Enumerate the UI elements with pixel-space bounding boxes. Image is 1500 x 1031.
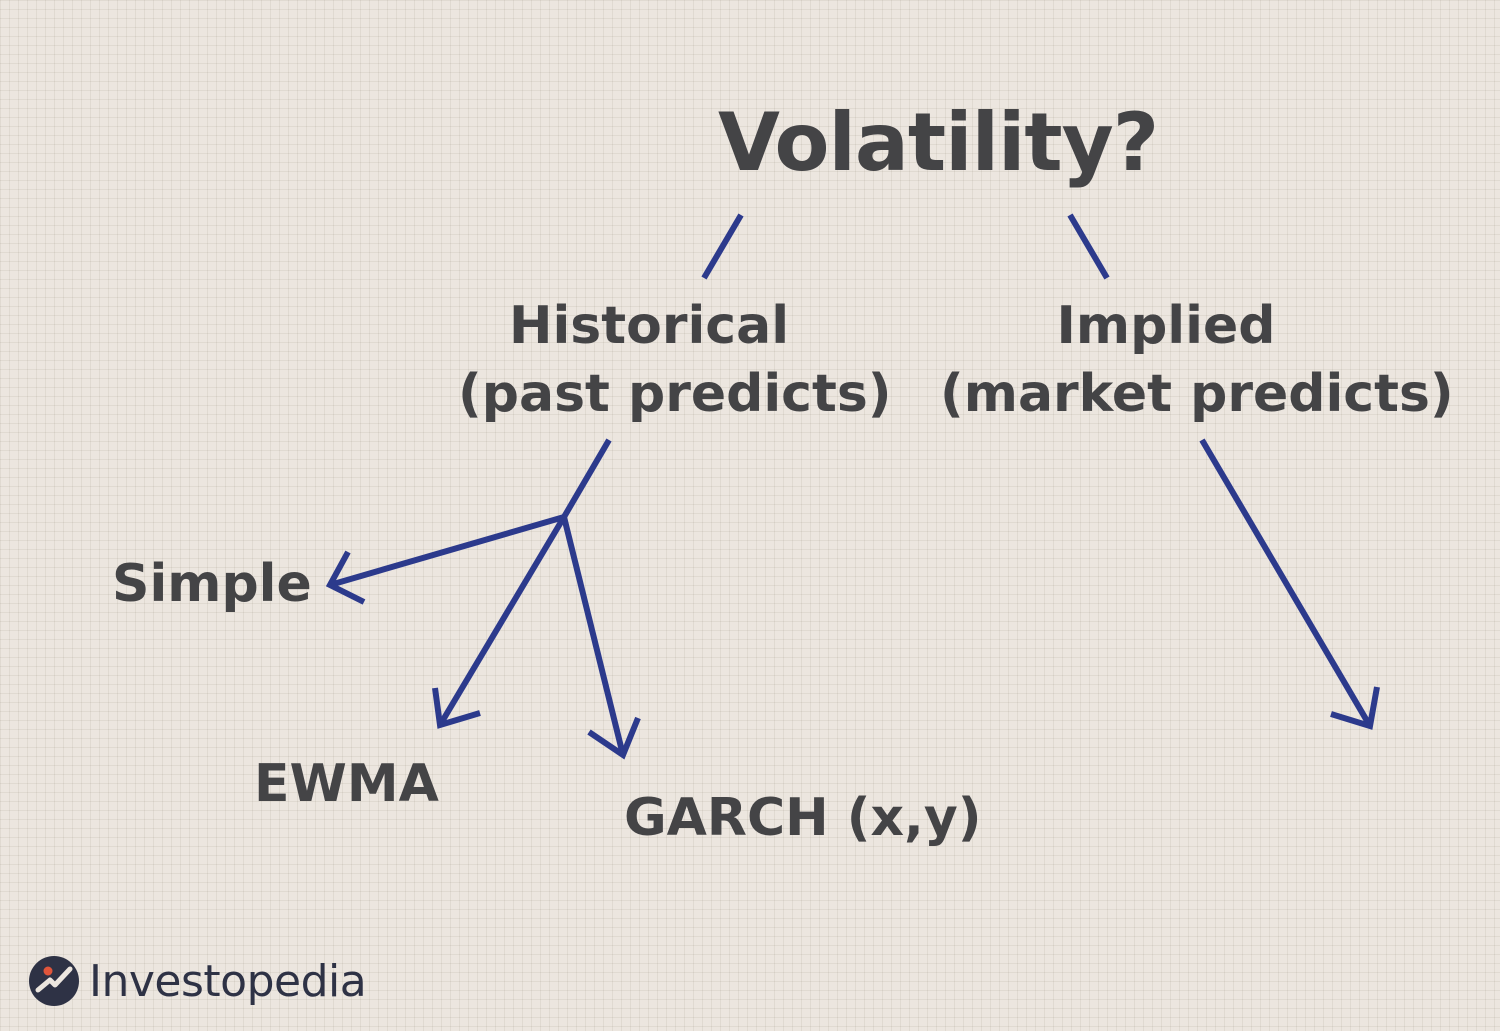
historical-sublabel: (past predicts) bbox=[458, 364, 892, 424]
simple-label: Simple bbox=[112, 554, 312, 614]
arrow-simple-shaft bbox=[329, 514, 565, 588]
arrow-implied-shaft bbox=[1199, 438, 1373, 728]
connector-title-implied bbox=[1067, 213, 1110, 280]
investopedia-logo: Investopedia bbox=[28, 954, 367, 1008]
ewma-label: EWMA bbox=[254, 754, 439, 814]
arrow-garch-shaft bbox=[561, 516, 626, 756]
arrow-ewma-shaft bbox=[437, 515, 567, 727]
connector-title-historical bbox=[701, 213, 744, 280]
brand-name: Investopedia bbox=[89, 955, 367, 1007]
arrow-simple-head bbox=[325, 550, 366, 605]
historical-label: Historical bbox=[508, 296, 790, 356]
implied-sublabel: (market predicts) bbox=[940, 364, 1454, 424]
implied-label: Implied bbox=[1056, 296, 1276, 356]
historical-node: Historical (past predicts) bbox=[458, 292, 892, 428]
arrow-ewma-head bbox=[432, 687, 481, 729]
garch-label: GARCH (x,y) bbox=[624, 788, 982, 848]
page-title: Volatility? bbox=[718, 96, 1159, 189]
arrow-garch-head bbox=[587, 716, 641, 760]
connector-historical-split bbox=[561, 438, 612, 519]
implied-node: Implied (market predicts) bbox=[940, 292, 1454, 428]
investopedia-logo-icon bbox=[29, 956, 79, 1006]
arrow-implied-head bbox=[1330, 686, 1380, 730]
